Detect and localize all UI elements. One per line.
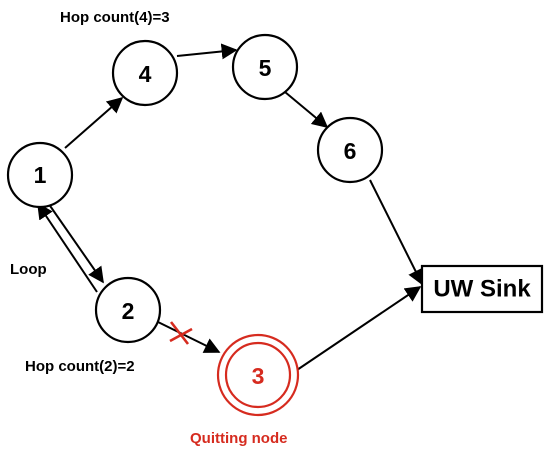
edge-1-to-2 xyxy=(45,199,104,284)
node-6: 6 xyxy=(316,116,384,184)
edge-2-to-3 xyxy=(157,321,221,353)
edge-3-to-sink xyxy=(296,286,422,371)
node-2-label: 2 xyxy=(122,298,135,324)
hop-count-4-annotation: Hop count(4)=3 xyxy=(60,9,170,26)
quitting-node-annotation: Quitting node xyxy=(190,430,287,447)
node-2: 2 xyxy=(94,276,162,344)
node-3-label: 3 xyxy=(252,363,265,389)
node-5-label: 5 xyxy=(259,55,272,81)
hop-count-2-annotation: Hop count(2)=2 xyxy=(25,358,135,375)
node-3-quitting: 3 xyxy=(216,333,300,417)
node-5: 5 xyxy=(231,33,299,101)
node-1: 1 xyxy=(6,141,74,209)
node-6-label: 6 xyxy=(344,138,357,164)
node-4: 4 xyxy=(111,39,179,107)
edge-6-to-sink xyxy=(369,179,423,286)
node-4-label: 4 xyxy=(139,61,152,87)
edge-1-to-4 xyxy=(64,96,124,149)
node-1-label: 1 xyxy=(34,162,47,188)
loop-annotation: Loop xyxy=(10,261,47,278)
cross-mark-icon xyxy=(169,321,193,345)
uw-sink-label: UW Sink xyxy=(433,276,531,303)
edge-4-to-5 xyxy=(176,43,238,60)
edge-2-to-1 xyxy=(37,202,98,293)
uw-sink: UW Sink xyxy=(420,264,544,314)
edge-5-to-6 xyxy=(284,91,329,129)
